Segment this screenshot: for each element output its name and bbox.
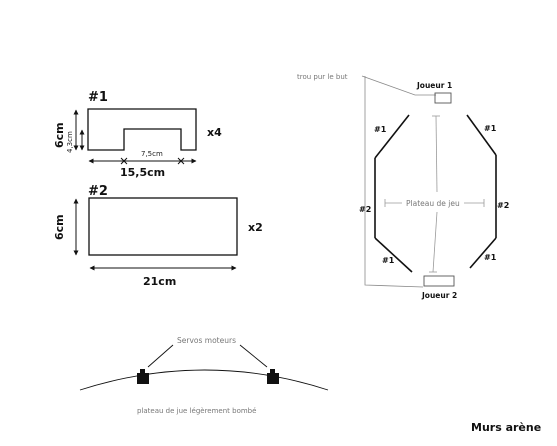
arena: trou pur le but Joueur 1 Joueur 2 Platea…	[297, 73, 509, 300]
wall-label-top-right: #1	[484, 124, 497, 133]
piece-1-notch-height-label: 4,3cm	[66, 131, 74, 153]
wall-bottom-left	[374, 237, 413, 273]
piece-1-outline	[87, 108, 197, 151]
wall-label-top-left: #1	[374, 125, 387, 134]
hole-note: trou pur le but	[297, 73, 348, 81]
servo-diagram: Servos moteurs plateau de jue légèrement…	[79, 336, 329, 415]
piece-1-width-label: 15,5cm	[120, 166, 165, 179]
servo-right	[267, 369, 279, 384]
board-axis-bottom	[432, 211, 438, 273]
wall-label-left: #2	[359, 205, 371, 214]
player-2-label: Joueur 2	[421, 291, 457, 300]
player-1-label: Joueur 1	[416, 81, 452, 90]
wall-label-bottom-left: #1	[382, 256, 395, 265]
piece-1-height-label: 6cm	[53, 122, 66, 148]
wall-top-right	[466, 114, 497, 156]
board-label: Plateau de jeu	[406, 199, 460, 208]
servo-pointer-right	[239, 344, 268, 368]
board-axes	[384, 115, 485, 273]
piece-2-label: #2	[88, 184, 108, 199]
wall-label-bottom-right: #1	[484, 253, 497, 262]
piece-2-outline	[88, 197, 238, 256]
piece-1: #1 6cm 4,3cm 7,5cm 15,5cm x4	[53, 90, 222, 179]
wall-bottom-right	[469, 237, 497, 269]
piece-2: #2 6cm 21cm x2	[53, 184, 263, 288]
piece-1-label: #1	[88, 90, 108, 105]
piece-1-quantity: x4	[207, 126, 222, 139]
piece-1-notch-ticks	[120, 157, 185, 165]
curved-board	[79, 369, 329, 391]
wall-top-left	[374, 114, 410, 159]
piece-2-height-label: 6cm	[53, 214, 66, 240]
servo-pointer-left	[147, 344, 174, 368]
servo-label: Servos moteurs	[177, 336, 236, 345]
servo-left	[137, 369, 149, 384]
player-2-goal	[423, 275, 455, 287]
hole-guide-line	[364, 76, 424, 288]
piece-2-quantity: x2	[248, 221, 263, 234]
board-caption: plateau de jue légèrement bombé	[137, 407, 256, 415]
page-title: Murs arène	[471, 421, 541, 434]
piece-2-width-label: 21cm	[143, 275, 176, 288]
board-axis-top	[435, 115, 438, 193]
arena-walls	[374, 114, 497, 273]
player-1-goal	[434, 92, 452, 104]
piece-1-notch-width-label: 7,5cm	[141, 150, 163, 158]
hole-pointer-line	[361, 75, 436, 96]
wall-label-right: #2	[497, 201, 509, 210]
